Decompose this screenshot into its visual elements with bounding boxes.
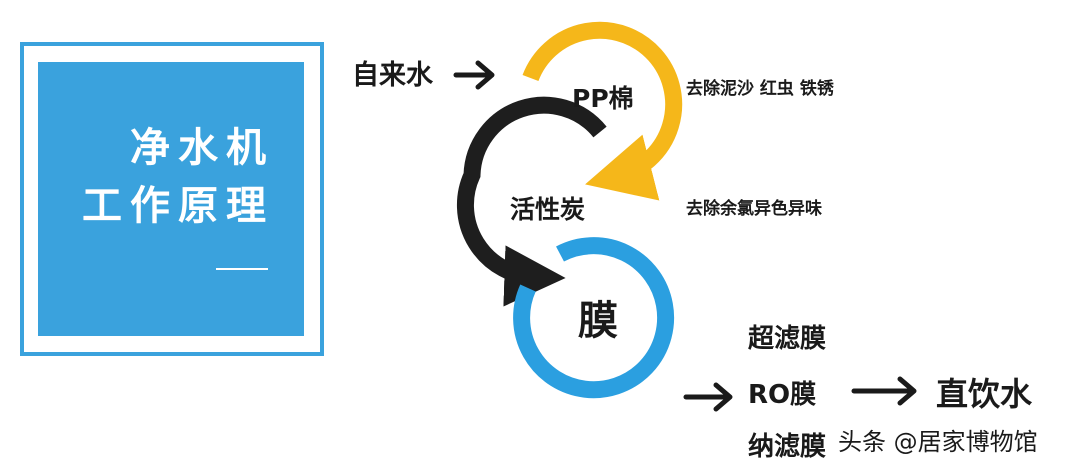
- input-label: 自来水: [352, 60, 433, 91]
- membrane-to-types-arrow: [683, 382, 733, 412]
- carbon-ring: [456, 96, 607, 307]
- output-label: 直饮水: [936, 375, 1033, 413]
- title-divider: [216, 268, 268, 270]
- title-line-1: 净水机: [130, 125, 274, 171]
- membrane-type-nf: 纳滤膜: [748, 432, 827, 462]
- pp-description: 去除泥沙 红虫 铁锈: [686, 79, 834, 99]
- membrane-type-uf: 超滤膜: [748, 324, 827, 354]
- membrane-type-ro: RO膜: [748, 380, 817, 410]
- title-box: 净水机 工作原理: [38, 62, 304, 336]
- membrane-ring: [513, 237, 675, 399]
- output-arrow: [851, 376, 917, 406]
- carbon-description: 去除余氯异色异味: [686, 199, 822, 219]
- membrane-stage-label: 膜: [578, 298, 618, 344]
- input-arrow: [453, 60, 495, 90]
- pp-ring: [522, 21, 683, 201]
- watermark: 头条 @居家博物馆: [838, 428, 1038, 456]
- title-line-2: 工作原理: [82, 183, 274, 229]
- carbon-stage-label: 活性炭: [510, 195, 586, 224]
- pp-stage-label: PP棉: [572, 84, 634, 113]
